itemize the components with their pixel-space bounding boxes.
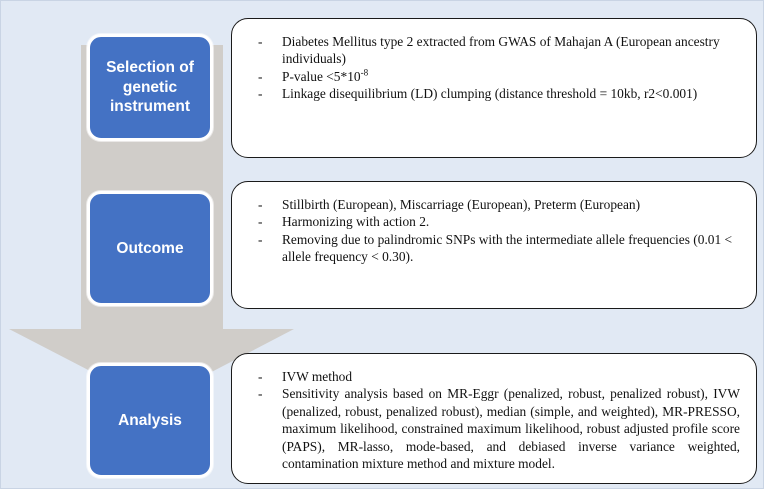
list-item: Diabetes Mellitus type 2 extracted from … — [244, 33, 740, 68]
stage-box-selection-of-genetic-instrument[interactable]: Selection of genetic instrument — [87, 34, 213, 141]
list-item: Stillbirth (European), Miscarriage (Euro… — [244, 196, 740, 214]
list-item-text: Diabetes Mellitus type 2 extracted from … — [282, 34, 720, 67]
list-item: Harmonizing with action 2. — [244, 213, 740, 231]
detail-card-outcome: Stillbirth (European), Miscarriage (Euro… — [231, 181, 757, 309]
list-item: Sensitivity analysis based on MR-Eggr (p… — [244, 385, 740, 472]
stage-label: Selection of genetic instrument — [106, 58, 194, 116]
detail-card-selection-of-genetic-instrument: Diabetes Mellitus type 2 extracted from … — [231, 18, 757, 158]
detail-card-analysis: IVW method Sensitivity analysis based on… — [231, 353, 757, 484]
list-item-text: P-value <5*10 — [282, 68, 361, 84]
stage-box-analysis[interactable]: Analysis — [87, 363, 213, 478]
list-item-text: Linkage disequilibrium (LD) clumping (di… — [282, 86, 698, 102]
list-item-text: Sensitivity analysis based on MR-Eggr (p… — [282, 386, 740, 472]
bullet-list: IVW method Sensitivity analysis based on… — [244, 368, 740, 473]
bullet-list: Stillbirth (European), Miscarriage (Euro… — [244, 196, 740, 266]
stage-label: Analysis — [118, 411, 182, 429]
list-item-superscript: -8 — [360, 67, 369, 78]
list-item-text: Stillbirth (European), Miscarriage (Euro… — [282, 197, 641, 212]
stage-box-outcome[interactable]: Outcome — [87, 191, 213, 306]
list-item-text: IVW method — [282, 369, 353, 384]
list-item: P-value <5*10-8 — [244, 67, 740, 86]
bullet-list: Diabetes Mellitus type 2 extracted from … — [244, 33, 740, 103]
list-item: IVW method — [244, 368, 740, 386]
list-item-text: Removing due to palindromic SNPs with th… — [282, 231, 733, 265]
list-item-text: Harmonizing with action 2. — [282, 214, 430, 230]
list-item: Removing due to palindromic SNPs with th… — [244, 231, 740, 266]
list-item: Linkage disequilibrium (LD) clumping (di… — [244, 85, 740, 103]
stage-label: Outcome — [116, 239, 184, 257]
